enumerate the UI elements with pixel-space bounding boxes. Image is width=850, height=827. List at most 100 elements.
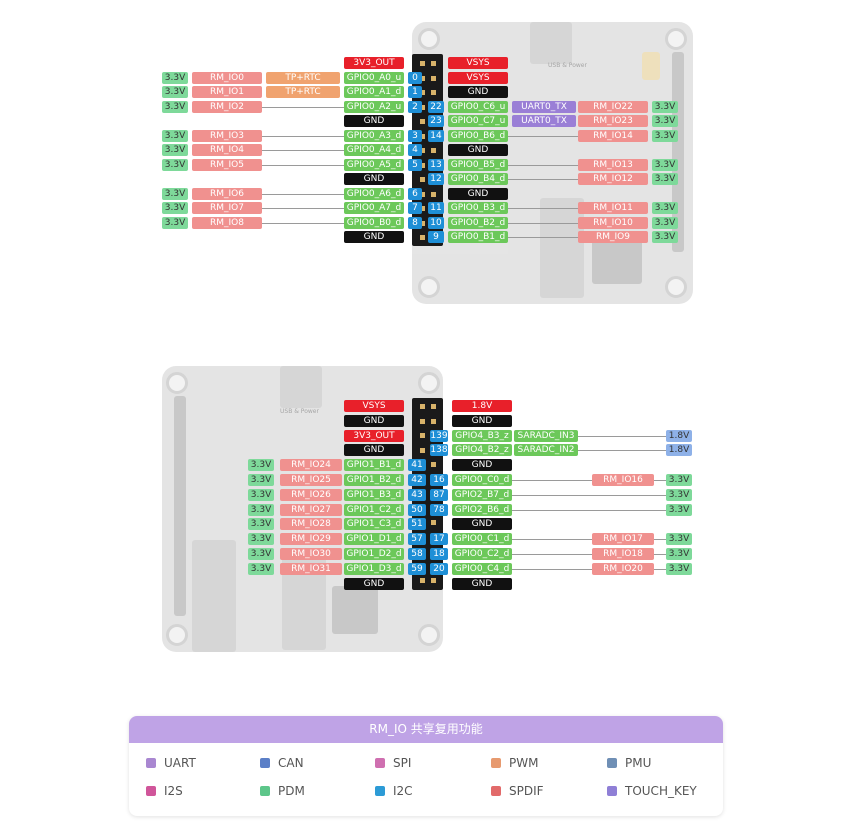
- rm-io-label: RM_IO25: [280, 474, 342, 486]
- header-pin: [420, 104, 425, 110]
- pin-number: 7: [408, 202, 422, 214]
- function-label: UART0_TX: [512, 115, 576, 127]
- mounting-hole: [665, 28, 687, 50]
- legend-swatch: [146, 786, 156, 796]
- header-pin: [420, 404, 425, 409]
- voltage-label: 3.3V: [652, 173, 678, 185]
- header-pin: [420, 433, 425, 438]
- voltage-label: 3.3V: [162, 100, 188, 113]
- pin-name-label: GND: [452, 459, 512, 472]
- function-label: SARADC_IN3: [514, 429, 578, 442]
- pin-name-label: GPIO0_C2_d: [452, 548, 512, 560]
- rm-io-label: RM_IO1: [192, 86, 262, 98]
- header-pin: [431, 520, 436, 525]
- pin-name-label: GPIO0_A4_d: [344, 144, 404, 156]
- legend-swatch: [491, 758, 501, 768]
- function-label: SARADC_IN2: [514, 444, 578, 457]
- mounting-hole: [166, 372, 188, 394]
- pin-name-label: GND: [344, 231, 404, 243]
- connector-line: [508, 135, 578, 137]
- pin-name-label: GND: [344, 414, 404, 427]
- header-pin: [431, 191, 436, 197]
- header-pin: [420, 578, 425, 583]
- voltage-label: 3.3V: [248, 474, 274, 486]
- pin-name-label: GPIO0_A2_u: [344, 100, 404, 113]
- connector-line: [578, 450, 666, 452]
- rm-io-label: RM_IO31: [280, 562, 342, 575]
- pin-name-label: GPIO1_C2_d: [344, 503, 404, 516]
- legend-label: I2C: [393, 784, 413, 798]
- connector-line: [512, 539, 592, 541]
- pin-number: 11: [428, 202, 444, 214]
- rm-io-label: RM_IO3: [192, 129, 262, 142]
- voltage-label: 3.3V: [248, 459, 274, 472]
- header-pin: [420, 177, 425, 182]
- mounting-hole: [418, 624, 440, 646]
- legend-label: TOUCH_KEY: [625, 784, 697, 798]
- pin-number: 23: [428, 115, 444, 127]
- legend-title: RM_IO 共享复用功能: [129, 716, 723, 743]
- header-pin: [431, 61, 436, 66]
- pin-number: 10: [428, 216, 444, 229]
- pin-name-label: VSYS: [344, 400, 404, 412]
- rm-io-label: RM_IO27: [280, 503, 342, 516]
- connector-line: [654, 480, 666, 481]
- header-pin: [431, 90, 436, 95]
- rm-io-label: RM_IO4: [192, 144, 262, 156]
- voltage-label: 3.3V: [652, 129, 678, 142]
- voltage-label: 3.3V: [666, 488, 692, 501]
- pin-name-label: GPIO1_B1_d: [344, 459, 404, 472]
- pin-name-label: GND: [344, 577, 404, 590]
- pin-name-label: GPIO2_B6_d: [452, 503, 512, 516]
- header-pin: [420, 447, 425, 453]
- pin-name-label: GND: [452, 414, 512, 427]
- rm-io-label: RM_IO10: [578, 216, 648, 229]
- pin-name-label: 1.8V: [452, 400, 512, 412]
- connector-line: [654, 554, 666, 555]
- voltage-label: 3.3V: [652, 216, 678, 229]
- pin-name-label: 3V3_OUT: [344, 57, 404, 69]
- header-pin: [420, 61, 425, 66]
- mounting-hole: [665, 276, 687, 298]
- header-pin: [431, 75, 436, 81]
- voltage-label: 3.3V: [162, 71, 188, 84]
- header-pin: [431, 578, 436, 583]
- rm-io-label: RM_IO16: [592, 474, 654, 486]
- pin-number: 9: [428, 231, 444, 243]
- pin-name-label: GPIO0_A1_d: [344, 86, 404, 98]
- pin-name-label: GPIO0_A3_d: [344, 129, 404, 142]
- pin-name-label: GND: [448, 144, 508, 156]
- function-label: TP+RTC: [266, 71, 340, 84]
- board-label: USB & Power: [548, 62, 587, 69]
- voltage-label: 3.3V: [248, 503, 274, 516]
- pin-number: 13: [428, 158, 444, 171]
- pin-name-label: GPIO0_B5_d: [448, 158, 508, 171]
- pin-number: 22: [428, 100, 444, 113]
- pin-number: 138: [430, 444, 448, 457]
- connector-line: [508, 237, 578, 238]
- rm-io-label: RM_IO8: [192, 216, 262, 229]
- header-pin: [431, 418, 436, 424]
- voltage-label: 3.3V: [652, 100, 678, 113]
- connector-line: [512, 509, 666, 511]
- legend-swatch: [146, 758, 156, 768]
- rm-io-label: RM_IO5: [192, 158, 262, 171]
- pin-name-label: GPIO0_A5_d: [344, 158, 404, 171]
- pin-name-label: GPIO1_D3_d: [344, 562, 404, 575]
- legend-swatch: [607, 786, 617, 796]
- legend-swatch: [491, 786, 501, 796]
- pin-name-label: GPIO4_B3_z: [452, 429, 512, 442]
- pin-number: 12: [428, 173, 444, 185]
- header-pin: [420, 133, 425, 139]
- rm-io-label: RM_IO11: [578, 202, 648, 214]
- legend-swatch: [375, 786, 385, 796]
- legend-swatch: [260, 786, 270, 796]
- pin-name-label: GND: [448, 86, 508, 98]
- pin-name-label: GPIO0_B4_d: [448, 173, 508, 185]
- pin-name-label: GPIO0_C4_d: [452, 562, 512, 575]
- pin-name-label: GPIO2_B7_d: [452, 488, 512, 501]
- connector: [642, 52, 660, 80]
- header-pin: [420, 148, 425, 153]
- pin-name-label: GPIO1_D2_d: [344, 548, 404, 560]
